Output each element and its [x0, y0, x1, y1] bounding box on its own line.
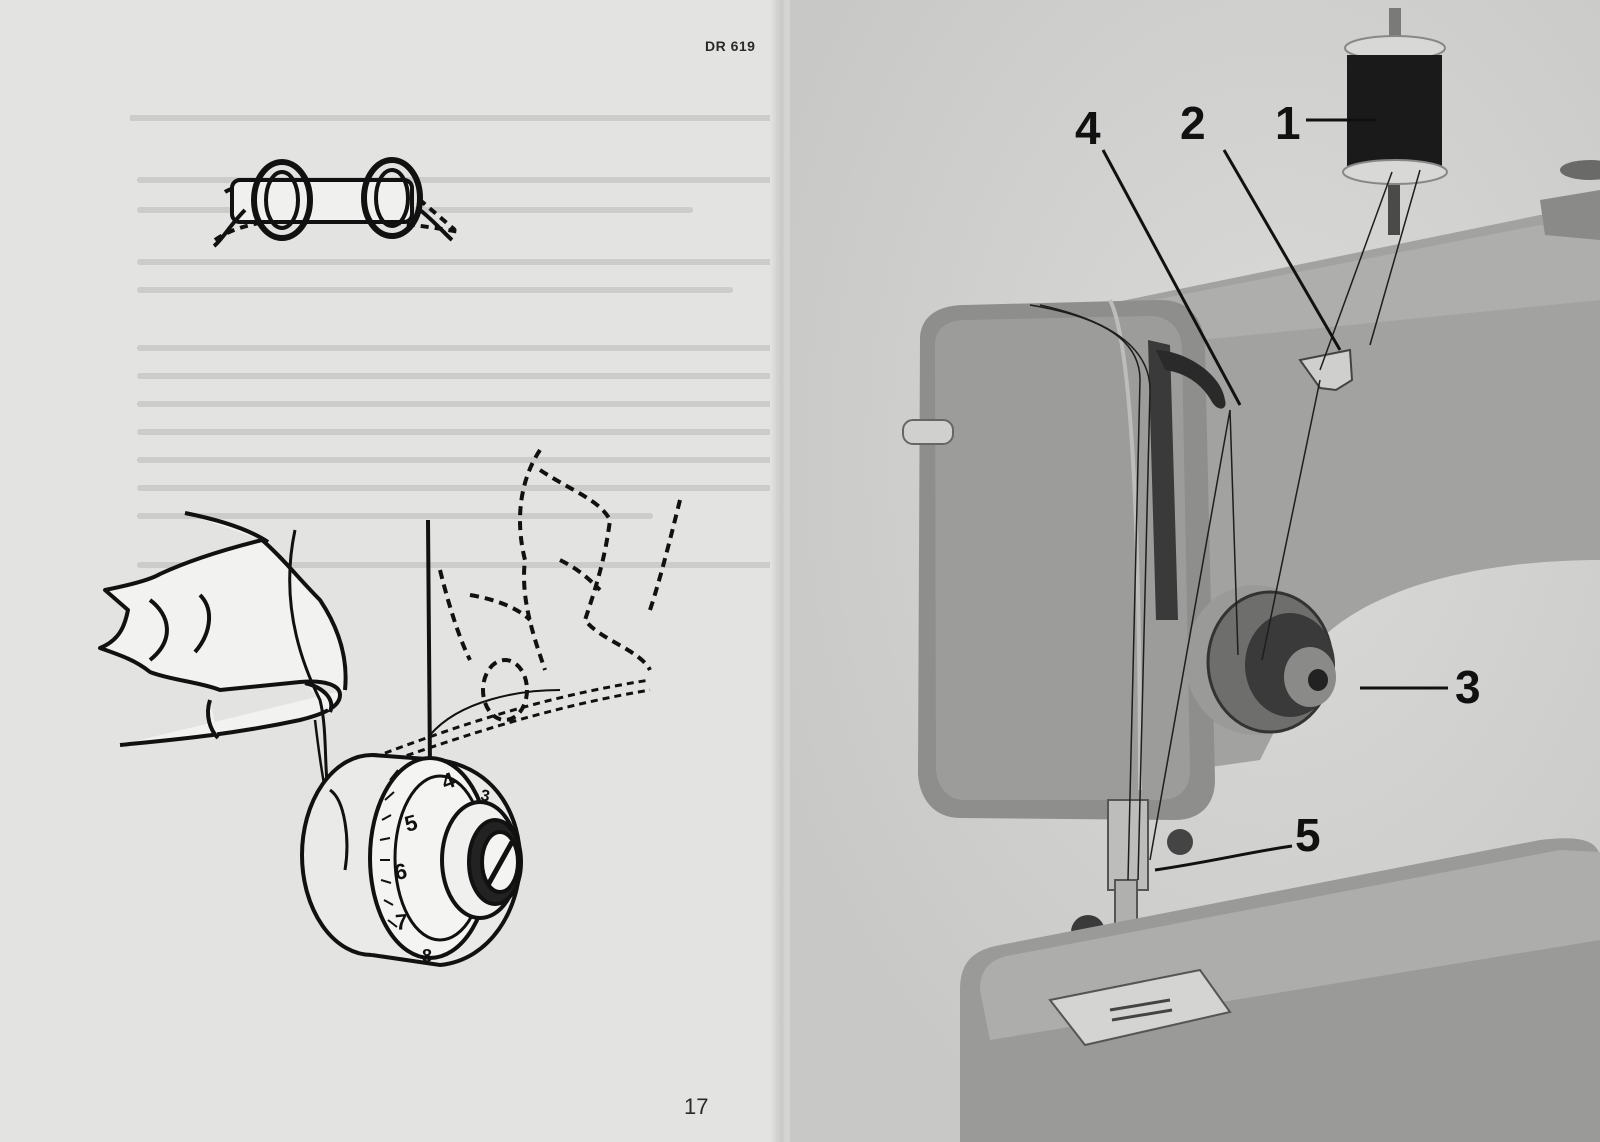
page-number: 17 — [684, 1094, 709, 1119]
callout-2: 2 — [1180, 97, 1206, 149]
callout-5: 5 — [1295, 809, 1321, 861]
document-code: DR 619 — [705, 38, 756, 54]
dial-numbers: 4 3 5 6 7 8 — [393, 767, 492, 966]
hand-illustration — [98, 511, 348, 747]
svg-text:8: 8 — [422, 946, 432, 966]
svg-text:7: 7 — [394, 909, 408, 935]
svg-text:3: 3 — [479, 787, 491, 805]
sewing-machine-photo — [902, 8, 1600, 1142]
svg-text:6: 6 — [393, 858, 409, 885]
callout-3: 3 — [1455, 661, 1481, 713]
dashed-hand-outline — [438, 448, 682, 722]
callout-4: 4 — [1075, 102, 1101, 154]
callout-1: 1 — [1275, 97, 1301, 149]
tension-dial-illustration — [300, 753, 523, 968]
thread-loop-illustration — [212, 157, 461, 248]
